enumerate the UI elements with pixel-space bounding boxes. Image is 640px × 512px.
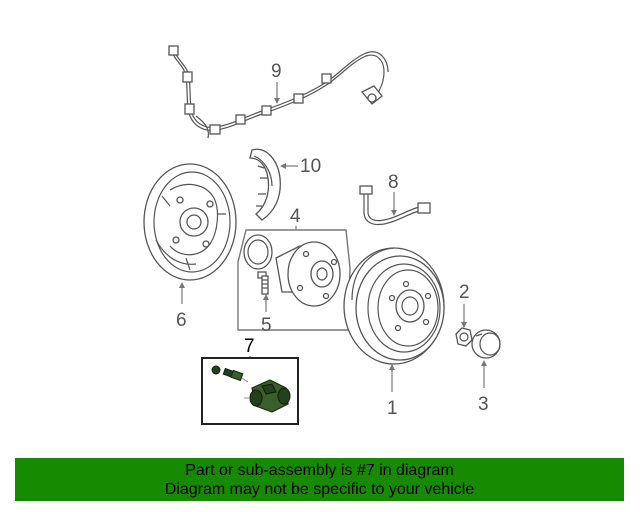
callout-5-label: 5 <box>261 315 272 336</box>
callout-2-label: 2 <box>459 282 470 303</box>
banner-line-1: Part or sub-assembly is #7 in diagram <box>185 462 454 479</box>
callout-2: 2 <box>459 282 470 328</box>
part-9-sensor-harness[interactable] <box>168 45 389 139</box>
callout-10: 10 <box>280 156 321 177</box>
part-10-brake-shoe[interactable] <box>249 148 281 221</box>
part-7-wheel-cylinder[interactable] <box>201 357 299 425</box>
callout-6: 6 <box>176 282 187 331</box>
callout-5: 5 <box>261 294 272 336</box>
part-2-hub-nut[interactable] <box>455 327 473 347</box>
part-8-brake-hose[interactable] <box>359 185 431 226</box>
callout-9-label: 9 <box>271 61 282 82</box>
callout-3-label: 3 <box>478 394 489 415</box>
callout-8-label: 8 <box>388 172 399 193</box>
callout-9: 9 <box>271 61 282 104</box>
part-1-brake-drum[interactable] <box>343 247 445 365</box>
callout-1-label: 1 <box>387 398 398 419</box>
banner-line-2: Diagram may not be specific to your vehi… <box>164 481 475 498</box>
callout-3: 3 <box>478 360 489 415</box>
callout-4: 4 <box>290 206 301 230</box>
part-4-hub-assembly[interactable] <box>237 229 351 331</box>
part-6-backing-plate[interactable] <box>143 163 237 281</box>
callout-4-label: 4 <box>290 206 301 227</box>
callout-8: 8 <box>388 172 399 216</box>
callout-7: 7 <box>244 336 255 358</box>
info-banner: Part or sub-assembly is #7 in diagram Di… <box>15 458 624 501</box>
callout-6-label: 6 <box>176 310 187 331</box>
part-3-dust-cap[interactable] <box>471 329 501 359</box>
callout-1: 1 <box>387 364 398 419</box>
callout-7-label: 7 <box>244 336 255 357</box>
part-5-hub-bolt[interactable] <box>257 271 269 295</box>
callout-10-label: 10 <box>300 156 321 177</box>
